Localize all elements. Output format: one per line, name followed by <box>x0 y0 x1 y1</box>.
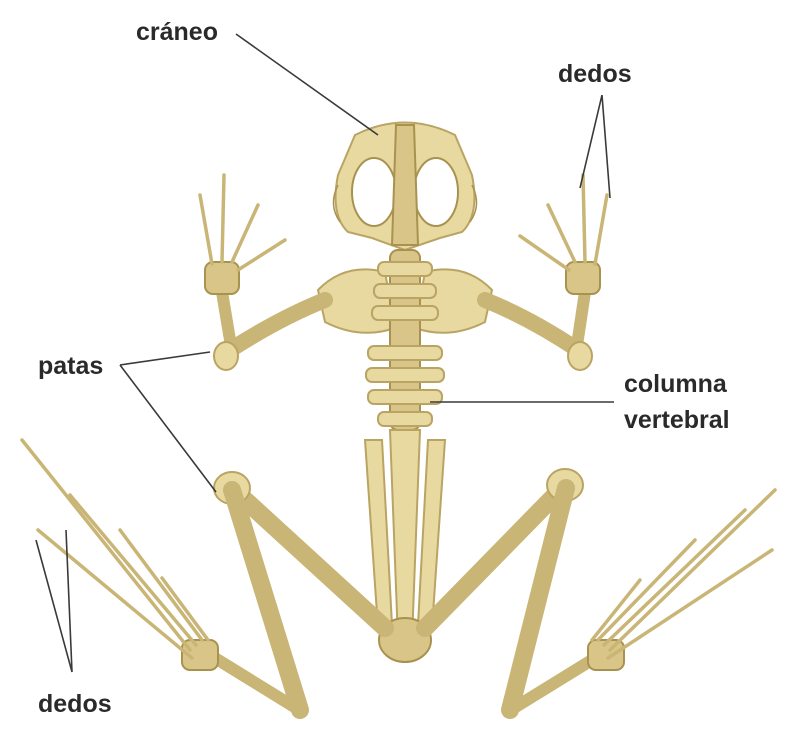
label-legs: patas <box>38 352 103 380</box>
label-skull: cráneo <box>136 18 218 46</box>
label-fingers-top: dedos <box>558 60 632 88</box>
skull-bones <box>333 123 476 251</box>
fingers-bottom-leader-line <box>36 530 72 672</box>
skull-leader-line <box>236 34 378 135</box>
label-spine-line1: columna <box>624 370 728 398</box>
legs-leader-line <box>120 352 216 492</box>
label-fingers-bottom: dedos <box>38 690 112 718</box>
label-spine-line2: vertebral <box>624 406 730 434</box>
